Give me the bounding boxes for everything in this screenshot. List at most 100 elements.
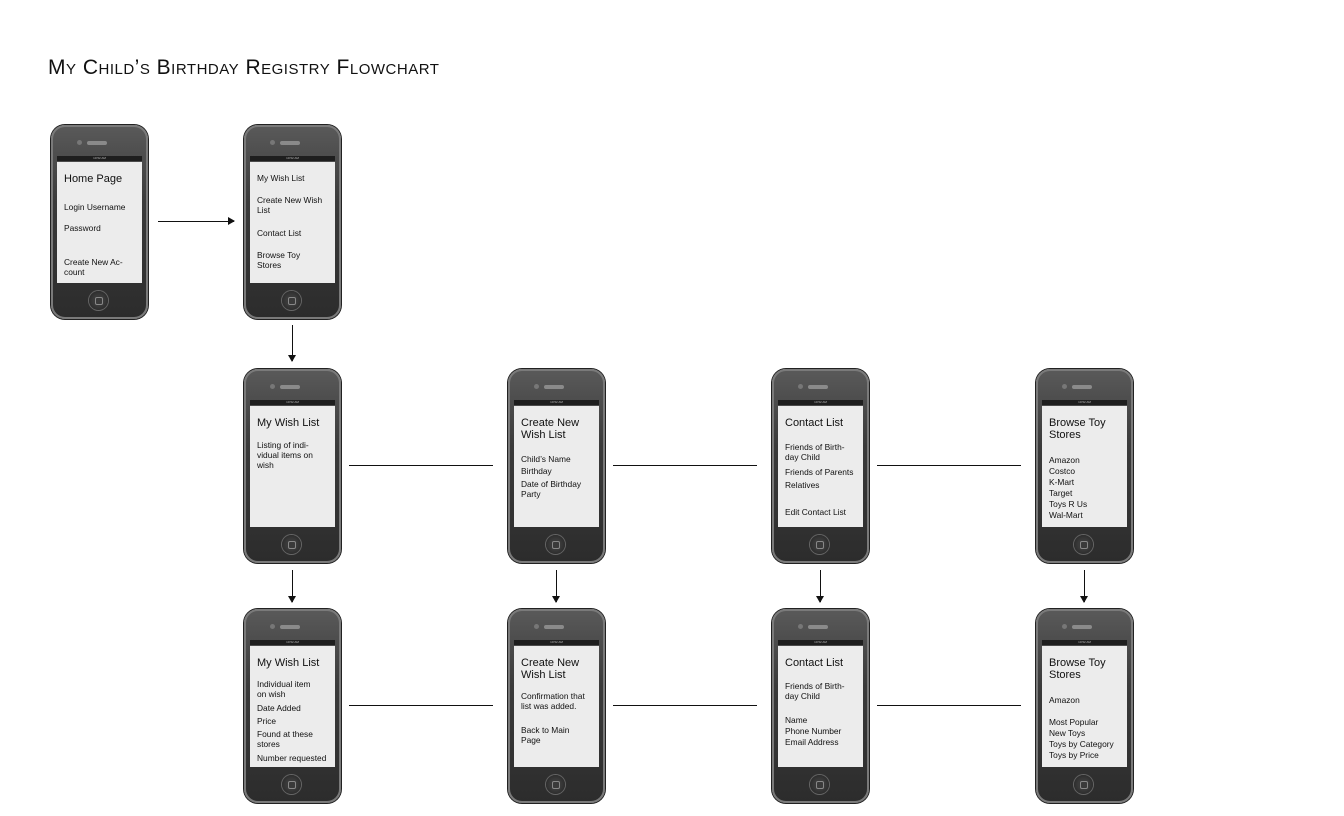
- connector-line: [877, 705, 1021, 706]
- speaker-icon: [544, 385, 564, 389]
- home-button-icon: [810, 535, 829, 554]
- screen-home[interactable]: Home Page Login Username Password Create…: [57, 162, 142, 283]
- speaker-icon: [808, 625, 828, 629]
- camera-icon: [1062, 624, 1067, 629]
- status-bar: 10:52 AM: [57, 156, 142, 161]
- phone-contacts-detail: 10:52 AM Contact List Friends of Birth-d…: [772, 609, 869, 803]
- status-bar: 10:52 AM: [1042, 400, 1127, 405]
- screen-heading: Contact List: [785, 417, 844, 429]
- phone-stores: 10:52 AM Browse Toy Stores Amazon Costco…: [1036, 369, 1133, 563]
- status-bar: 10:52 AM: [250, 400, 335, 405]
- detail-price: Price: [257, 716, 277, 726]
- store-item[interactable]: Target: [1049, 488, 1073, 498]
- contacts-group: Friends of Birth-day Child: [785, 681, 845, 701]
- screen-stores-detail[interactable]: Browse Toy Stores Amazon Most Popular Ne…: [1042, 646, 1127, 767]
- detail-number-requested: Number requested: [257, 753, 327, 763]
- screen-wishlist[interactable]: My Wish List Listing of indi-vidual item…: [250, 406, 335, 527]
- login-username-label[interactable]: Login Username: [64, 202, 126, 212]
- status-bar: 10:52 AM: [514, 400, 599, 405]
- screen-heading: Browse Toy Stores: [1049, 417, 1106, 441]
- contacts-friends-child[interactable]: Friends of Birth-day Child: [785, 442, 845, 462]
- speaker-icon: [280, 625, 300, 629]
- party-date-field[interactable]: Date of Birthday Party: [521, 479, 582, 499]
- speaker-icon: [1072, 625, 1092, 629]
- home-button-icon: [546, 535, 565, 554]
- contact-email: Email Address: [785, 737, 839, 747]
- screen-wishlist-detail[interactable]: My Wish List Individual item on wish Dat…: [250, 646, 335, 767]
- birthday-field[interactable]: Birthday: [521, 466, 552, 476]
- store-filter[interactable]: Toys by Price: [1049, 750, 1099, 760]
- camera-icon: [77, 140, 82, 145]
- menu-item-browse-stores[interactable]: Browse Toy Stores: [257, 250, 301, 270]
- arrow-down: [288, 570, 296, 603]
- detail-date-added: Date Added: [257, 703, 301, 713]
- phone-create-confirm: 10:52 AM Create New Wish List Confirmati…: [508, 609, 605, 803]
- store-filter[interactable]: Toys by Category: [1049, 739, 1114, 749]
- create-account-link[interactable]: Create New Ac-count: [64, 257, 123, 277]
- status-bar: 10:52 AM: [250, 640, 335, 645]
- phone-contacts: 10:52 AM Contact List Friends of Birth-d…: [772, 369, 869, 563]
- childs-name-field[interactable]: Child’s Name: [521, 454, 571, 464]
- arrow-home-to-menu: [158, 217, 235, 225]
- home-button-icon: [282, 775, 301, 794]
- connector-line: [613, 705, 757, 706]
- menu-item-create-wish-list[interactable]: Create New Wish List: [257, 195, 323, 215]
- store-item[interactable]: K-Mart: [1049, 477, 1075, 487]
- screen-heading: Create New Wish List: [521, 417, 580, 441]
- store-item[interactable]: Costco: [1049, 466, 1076, 476]
- phone-create: 10:52 AM Create New Wish List Child’s Na…: [508, 369, 605, 563]
- screen-contacts[interactable]: Contact List Friends of Birth-day Child …: [778, 406, 863, 527]
- contacts-relatives[interactable]: Relatives: [785, 480, 820, 490]
- phone-home: 10:52 AM Home Page Login Username Passwo…: [51, 125, 148, 319]
- camera-icon: [534, 624, 539, 629]
- store-name: Amazon: [1049, 695, 1080, 705]
- camera-icon: [798, 624, 803, 629]
- home-button-icon: [1074, 775, 1093, 794]
- screen-heading: Create New Wish List: [521, 657, 580, 681]
- arrow-down: [816, 570, 824, 603]
- back-to-main-link[interactable]: Back to Main Page: [521, 725, 570, 745]
- home-button-icon: [89, 291, 108, 310]
- contact-name: Name: [785, 715, 808, 725]
- home-button-icon: [546, 775, 565, 794]
- camera-icon: [534, 384, 539, 389]
- store-filter[interactable]: New Toys: [1049, 728, 1086, 738]
- status-bar: 10:52 AM: [778, 640, 863, 645]
- wishlist-listing[interactable]: Listing of indi-vidual items on wish: [257, 440, 313, 470]
- home-button-icon: [282, 535, 301, 554]
- store-item[interactable]: Wal-Mart: [1049, 510, 1083, 520]
- status-bar: 10:52 AM: [514, 640, 599, 645]
- camera-icon: [270, 140, 275, 145]
- status-bar: 10:52 AM: [250, 156, 335, 161]
- screen-contacts-detail[interactable]: Contact List Friends of Birth-day Child …: [778, 646, 863, 767]
- detail-item: Individual item on wish: [257, 679, 311, 699]
- camera-icon: [1062, 384, 1067, 389]
- page-title: My Child’s Birthday Registry Flowchart: [48, 56, 440, 79]
- home-button-icon: [282, 291, 301, 310]
- menu-item-contact-list[interactable]: Contact List: [257, 228, 302, 238]
- status-bar: 10:52 AM: [1042, 640, 1127, 645]
- screen-heading: Browse Toy Stores: [1049, 657, 1106, 681]
- connector-line: [613, 465, 757, 466]
- detail-stores[interactable]: Found at these stores: [257, 729, 313, 749]
- camera-icon: [270, 384, 275, 389]
- screen-create-confirm[interactable]: Create New Wish List Confirmation that l…: [514, 646, 599, 767]
- screen-stores[interactable]: Browse Toy Stores Amazon Costco K-Mart T…: [1042, 406, 1127, 527]
- store-filter[interactable]: Most Popular: [1049, 717, 1099, 727]
- store-item[interactable]: Toys R Us: [1049, 499, 1088, 509]
- screen-heading: Home Page: [64, 173, 123, 185]
- screen-create[interactable]: Create New Wish List Child’s Name Birthd…: [514, 406, 599, 527]
- phone-wishlist-detail: 10:52 AM My Wish List Individual item on…: [244, 609, 341, 803]
- connector-line: [877, 465, 1021, 466]
- screen-heading: My Wish List: [257, 657, 320, 669]
- store-item[interactable]: Amazon: [1049, 455, 1080, 465]
- password-label[interactable]: Password: [64, 223, 101, 233]
- speaker-icon: [808, 385, 828, 389]
- menu-item-my-wish-list[interactable]: My Wish List: [257, 173, 305, 183]
- phone-wishlist: 10:52 AM My Wish List Listing of indi-vi…: [244, 369, 341, 563]
- contacts-friends-parents[interactable]: Friends of Parents: [785, 467, 854, 477]
- speaker-icon: [87, 141, 107, 145]
- edit-contact-list-link[interactable]: Edit Contact List: [785, 507, 846, 517]
- home-button-icon: [1074, 535, 1093, 554]
- screen-menu[interactable]: My Wish List Create New Wish List Contac…: [250, 162, 335, 283]
